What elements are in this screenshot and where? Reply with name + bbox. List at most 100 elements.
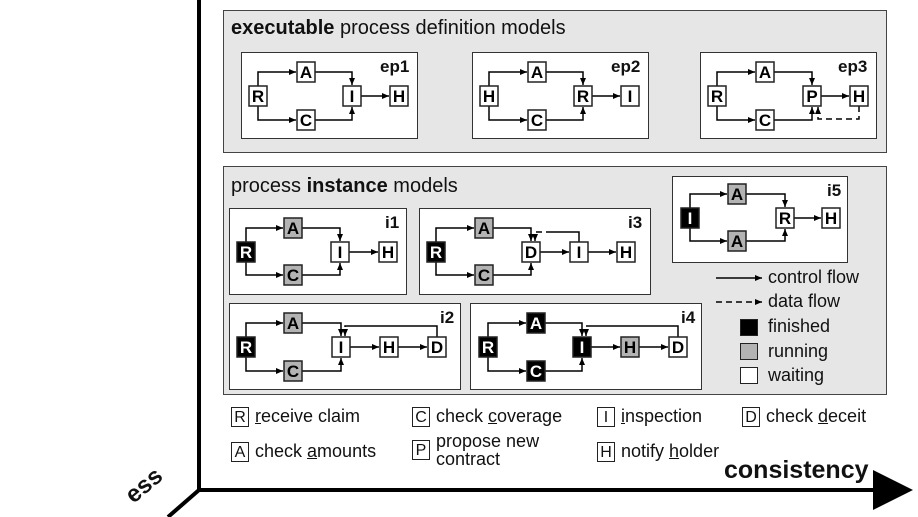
instance-panel-title: process instance models [231, 175, 458, 197]
finished-swatch [740, 319, 758, 336]
node-i5-A-bottom: A [727, 230, 747, 252]
node-i3-D: D [521, 241, 541, 263]
x-axis-label: consistency [724, 456, 869, 484]
node-i3-H: H [616, 241, 636, 263]
svg-text:A: A [478, 219, 490, 238]
diagram-label-ep3: ep3 [838, 57, 868, 76]
svg-text:H: H [383, 338, 395, 357]
node-i2-D: D [427, 336, 447, 358]
waiting-swatch [740, 367, 758, 384]
svg-text:I: I [628, 87, 633, 106]
node-i4-A: A [526, 312, 546, 334]
node-i1-C: C [283, 264, 303, 286]
diagram-label-i5: i5 [827, 181, 842, 200]
svg-text:C: C [759, 111, 771, 130]
diagram-label-i2: i2 [440, 308, 455, 327]
node-ep1-R: R [248, 85, 268, 107]
svg-text:C: C [531, 111, 543, 130]
svg-text:A: A [759, 63, 771, 82]
svg-text:A: A [287, 219, 299, 238]
node-i3-C: C [474, 264, 494, 286]
executable-panel-title: executable process definition models [231, 17, 566, 39]
svg-text:P: P [806, 87, 817, 106]
key-finished: finished [768, 316, 831, 336]
node-i4-D: D [668, 336, 688, 358]
node-ep1-A: A [296, 61, 316, 83]
svg-text:H: H [624, 338, 636, 357]
node-i5-A-top: A [727, 183, 747, 205]
svg-text:R: R [430, 243, 442, 262]
svg-text:I: I [350, 87, 355, 106]
key-running: running [768, 341, 829, 361]
node-ep3-A: A [755, 61, 775, 83]
node-ep1-I: I [342, 85, 362, 107]
svg-text:C: C [287, 266, 299, 285]
svg-text:D: D [525, 243, 537, 262]
flow-key-arrows [716, 275, 762, 305]
svg-text:R: R [252, 87, 264, 106]
node-ep2-A: A [527, 61, 547, 83]
node-i5-H: H [821, 207, 841, 229]
node-ep3-R: R [707, 85, 727, 107]
svg-text:I: I [688, 209, 693, 228]
diagram-label-i1: i1 [385, 213, 400, 232]
node-i2-A: A [283, 312, 303, 334]
node-ep3-H: H [849, 85, 869, 107]
node-ep2-C: C [527, 109, 547, 131]
svg-text:C: C [300, 111, 312, 130]
node-i4-R: R [478, 336, 498, 358]
svg-text:A: A [287, 314, 299, 333]
svg-text:C: C [478, 266, 490, 285]
node-ep1-H: H [389, 85, 409, 107]
node-ep3-P: P [802, 85, 822, 107]
node-i4-H: H [620, 336, 640, 358]
svg-text:H: H [393, 87, 405, 106]
key-control-flow: control flow [768, 267, 860, 287]
node-ep1-C: C [296, 109, 316, 131]
svg-text:C: C [530, 362, 542, 381]
svg-text:D: D [431, 338, 443, 357]
diagram-label-ep2: ep2 [611, 57, 641, 76]
svg-text:A: A [300, 63, 312, 82]
diagram-label-i4: i4 [681, 308, 696, 327]
node-i2-H: H [379, 336, 399, 358]
node-i5-I: I [680, 207, 700, 229]
node-i3-I: I [569, 241, 589, 263]
svg-text:R: R [711, 87, 723, 106]
svg-text:A: A [531, 63, 543, 82]
svg-text:R: R [577, 87, 589, 106]
svg-text:R: R [240, 338, 252, 357]
svg-text:I: I [580, 338, 585, 357]
node-i3-A: A [474, 217, 494, 239]
diagram-ep3 [700, 52, 877, 139]
diagram-label-i3: i3 [628, 213, 643, 232]
node-i1-I: I [330, 241, 350, 263]
svg-text:A: A [731, 232, 743, 251]
svg-text:H: H [620, 243, 632, 262]
svg-text:C: C [287, 362, 299, 381]
svg-text:A: A [530, 314, 542, 333]
svg-text:R: R [240, 243, 252, 262]
svg-text:R: R [482, 338, 494, 357]
node-i5-R: R [775, 207, 795, 229]
node-i3-R: R [426, 241, 446, 263]
node-ep2-I: I [620, 85, 640, 107]
running-swatch [740, 343, 758, 360]
node-ep3-C: C [755, 109, 775, 131]
node-i2-I: I [331, 336, 351, 358]
svg-text:H: H [483, 87, 495, 106]
node-i1-H: H [378, 241, 398, 263]
node-i4-C: C [526, 360, 546, 382]
svg-text:H: H [825, 209, 837, 228]
svg-text:H: H [382, 243, 394, 262]
node-i1-R: R [236, 241, 256, 263]
key-data-flow: data flow [768, 291, 841, 311]
z-axis [166, 488, 201, 517]
